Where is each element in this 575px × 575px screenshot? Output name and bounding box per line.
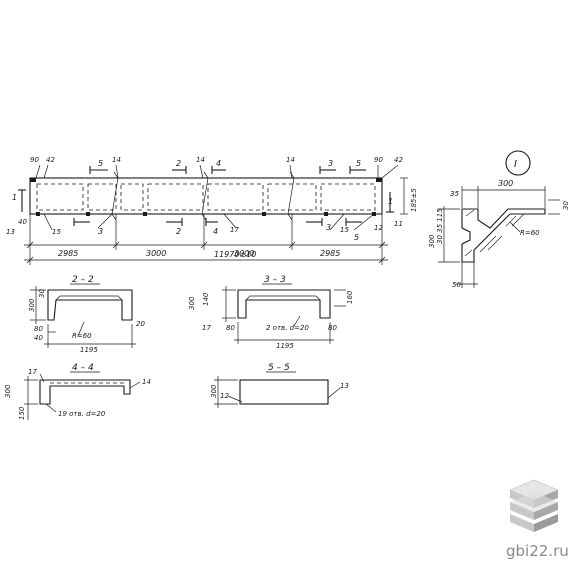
plan-label-17: 17 <box>230 226 239 234</box>
plan-section-5-top-right: 5 <box>356 159 361 168</box>
section-3-3-title: 3 – 3 <box>264 275 286 285</box>
section-4-4-profile <box>39 379 131 405</box>
section-3-3-profile <box>237 289 331 319</box>
section-4-4-label-17: 17 <box>28 368 37 376</box>
plan-label-14-a: 14 <box>112 156 121 164</box>
plan-label-14-b: 14 <box>196 156 205 164</box>
section-5-5-label-12: 12 <box>220 392 229 400</box>
dim-2985-left: 2985 <box>58 249 78 258</box>
section-2-2-view: 2 – 2 300 30 80 40 R=60 1195 20 <box>28 275 145 354</box>
section-2-2-dim-20: 20 <box>136 320 145 328</box>
section-4-4-view: 4 – 4 300 17 150 19 отв. d=20 14 <box>4 363 151 420</box>
plan-label-1-right: 1 <box>388 197 393 206</box>
section-4-4-label-14: 14 <box>142 378 151 386</box>
detail-I-dim-35: 35 <box>450 190 459 198</box>
detail-I-dim-50: 50 <box>452 281 461 289</box>
plan-section-3-bottom-right: 3 <box>326 223 331 232</box>
section-3-3-dim-1195: 1195 <box>276 342 294 350</box>
site-logo <box>509 479 559 532</box>
detail-I-dim-300-vertical: 300 <box>428 234 436 248</box>
section-2-2-radius: R=60 <box>72 332 92 340</box>
detail-I-dim-30: 30 <box>562 201 570 210</box>
section-marks-top <box>89 166 366 174</box>
section-5-5-title: 5 – 5 <box>268 363 290 373</box>
plan-label-12: 12 <box>374 224 383 232</box>
plan-section-2-bottom: 2 <box>176 227 181 236</box>
section-5-5-view: 5 – 5 300 12 13 <box>210 363 349 408</box>
plan-label-11: 11 <box>394 220 403 228</box>
detail-I-callout <box>505 150 531 176</box>
section-2-2-dim-30: 30 <box>38 289 46 298</box>
section-2-2-dim-40: 40 <box>34 334 43 342</box>
plan-section-5-top: 5 <box>98 159 103 168</box>
dim-total-length: 11970±10 <box>214 250 256 259</box>
watermark-text: gbi22.ru <box>506 542 569 560</box>
plan-label-14-c: 14 <box>286 156 295 164</box>
section-2-2-title: 2 – 2 <box>72 275 94 285</box>
section-3-3-view: 3 – 3 300 140 160 17 80 2 отв. d=20 80 1… <box>188 275 354 350</box>
section-4-4-dim-300: 300 <box>4 384 12 398</box>
section-3-3-dim-140: 140 <box>202 292 210 306</box>
section-5-5-profile <box>239 379 329 405</box>
plan-label-13: 13 <box>6 228 15 236</box>
main-plan-view: 90 42 5 14 2 14 4 14 3 5 90 42 1 40 13 1… <box>6 156 418 265</box>
section-3-3-holes: 2 отв. d=20 <box>266 324 309 332</box>
section-4-4-holes: 19 отв. d=20 <box>58 410 106 418</box>
section-2-2-dim-300: 300 <box>28 298 36 312</box>
section-marks-bottom <box>73 218 362 226</box>
detail-I-label: I <box>514 159 517 170</box>
plan-section-5-bottom: 5 <box>354 233 359 242</box>
detail-I-profile <box>461 208 546 263</box>
length-dimensions <box>24 214 388 265</box>
section-5-5-dim-300: 300 <box>210 384 218 398</box>
plan-label-15-right: 15 <box>340 226 349 234</box>
dim-3000-a: 3000 <box>146 249 166 258</box>
detail-I-view: I 300 35 30 R=60 30 35 115 300 50 <box>428 150 570 289</box>
plan-label-40: 40 <box>18 218 27 226</box>
section-5-5-label-13: 13 <box>340 382 349 390</box>
plan-label-90-left: 90 <box>30 156 39 164</box>
plan-section-3-top: 3 <box>328 159 333 168</box>
section-2-2-dim-80: 80 <box>34 325 43 333</box>
section-4-4-title: 4 – 4 <box>72 363 94 373</box>
section-2-2-profile <box>47 289 133 321</box>
plan-label-1-left: 1 <box>12 193 17 202</box>
section-3-3-dim-160: 160 <box>346 290 354 304</box>
section-4-4-dim-150: 150 <box>18 406 26 420</box>
plan-section-2-top: 2 <box>176 159 181 168</box>
detail-I-radius: R=60 <box>520 229 540 237</box>
dim-side-height: 185±5 <box>410 188 418 212</box>
section-3-3-dim-80-right: 80 <box>328 324 337 332</box>
detail-I-dim-stack: 30 35 115 <box>436 208 444 244</box>
section-2-2-dim-1195: 1195 <box>80 346 98 354</box>
section-3-3-label-17: 17 <box>202 324 211 332</box>
plan-label-42-right: 42 <box>394 156 403 164</box>
leader-lines <box>35 164 399 231</box>
dim-3000-b: 3000 <box>234 249 254 258</box>
section-3-3-dim-80-left: 80 <box>226 324 235 332</box>
plan-outline <box>29 177 383 215</box>
plan-section-4-bottom: 4 <box>213 227 218 236</box>
plan-label-15-left: 15 <box>52 228 61 236</box>
section-3-3-dim-300: 300 <box>188 296 196 310</box>
dim-2985-right: 2985 <box>320 249 340 258</box>
detail-I-dim-300: 300 <box>498 179 513 188</box>
detail-I-hatch <box>464 209 525 257</box>
plan-section-3-bottom: 3 <box>98 227 103 236</box>
plan-label-90-right: 90 <box>374 156 383 164</box>
plan-section-4-top: 4 <box>216 159 221 168</box>
plan-label-42-left: 42 <box>46 156 55 164</box>
